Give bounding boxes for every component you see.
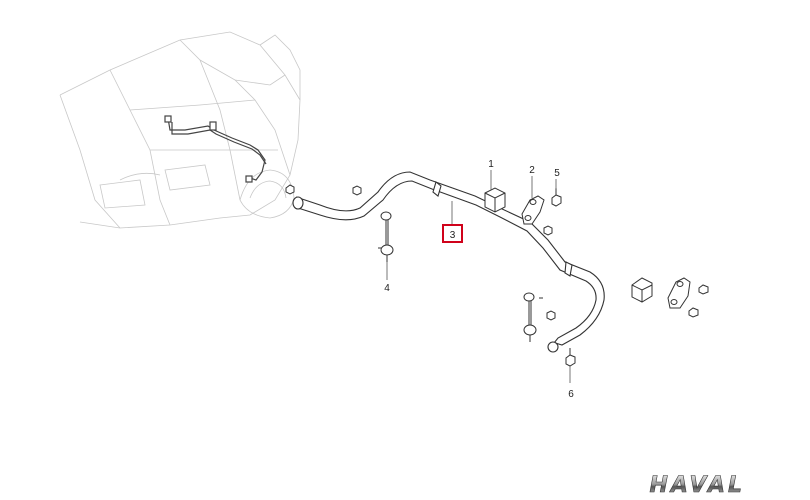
nut-right (688, 284, 709, 318)
nut-left (285, 184, 556, 321)
callout-6[interactable]: 6 (568, 389, 574, 400)
bolt-part-6 (565, 348, 576, 367)
brake-line (164, 115, 267, 183)
leader-lines (386, 170, 571, 383)
callout-2[interactable]: 2 (529, 165, 535, 176)
callout-4[interactable]: 4 (384, 283, 390, 294)
callout-1[interactable]: 1 (488, 159, 494, 170)
bushing-block (484, 187, 506, 213)
brand-logo: HAVAL (649, 473, 745, 498)
stabilizer-link-left (378, 211, 394, 262)
callout-3[interactable]: 3 (450, 230, 456, 241)
callout-5[interactable]: 5 (554, 168, 560, 179)
bushing-block-spare (631, 277, 653, 303)
bracket-clamp (521, 195, 545, 225)
bracket-clamp-spare (667, 277, 691, 309)
bolt-small (551, 188, 562, 207)
stabilizer-bar (292, 171, 605, 353)
vehicle-outline (59, 31, 301, 229)
stabilizer-link-right (523, 292, 543, 342)
callout-3-highlight (442, 224, 463, 243)
